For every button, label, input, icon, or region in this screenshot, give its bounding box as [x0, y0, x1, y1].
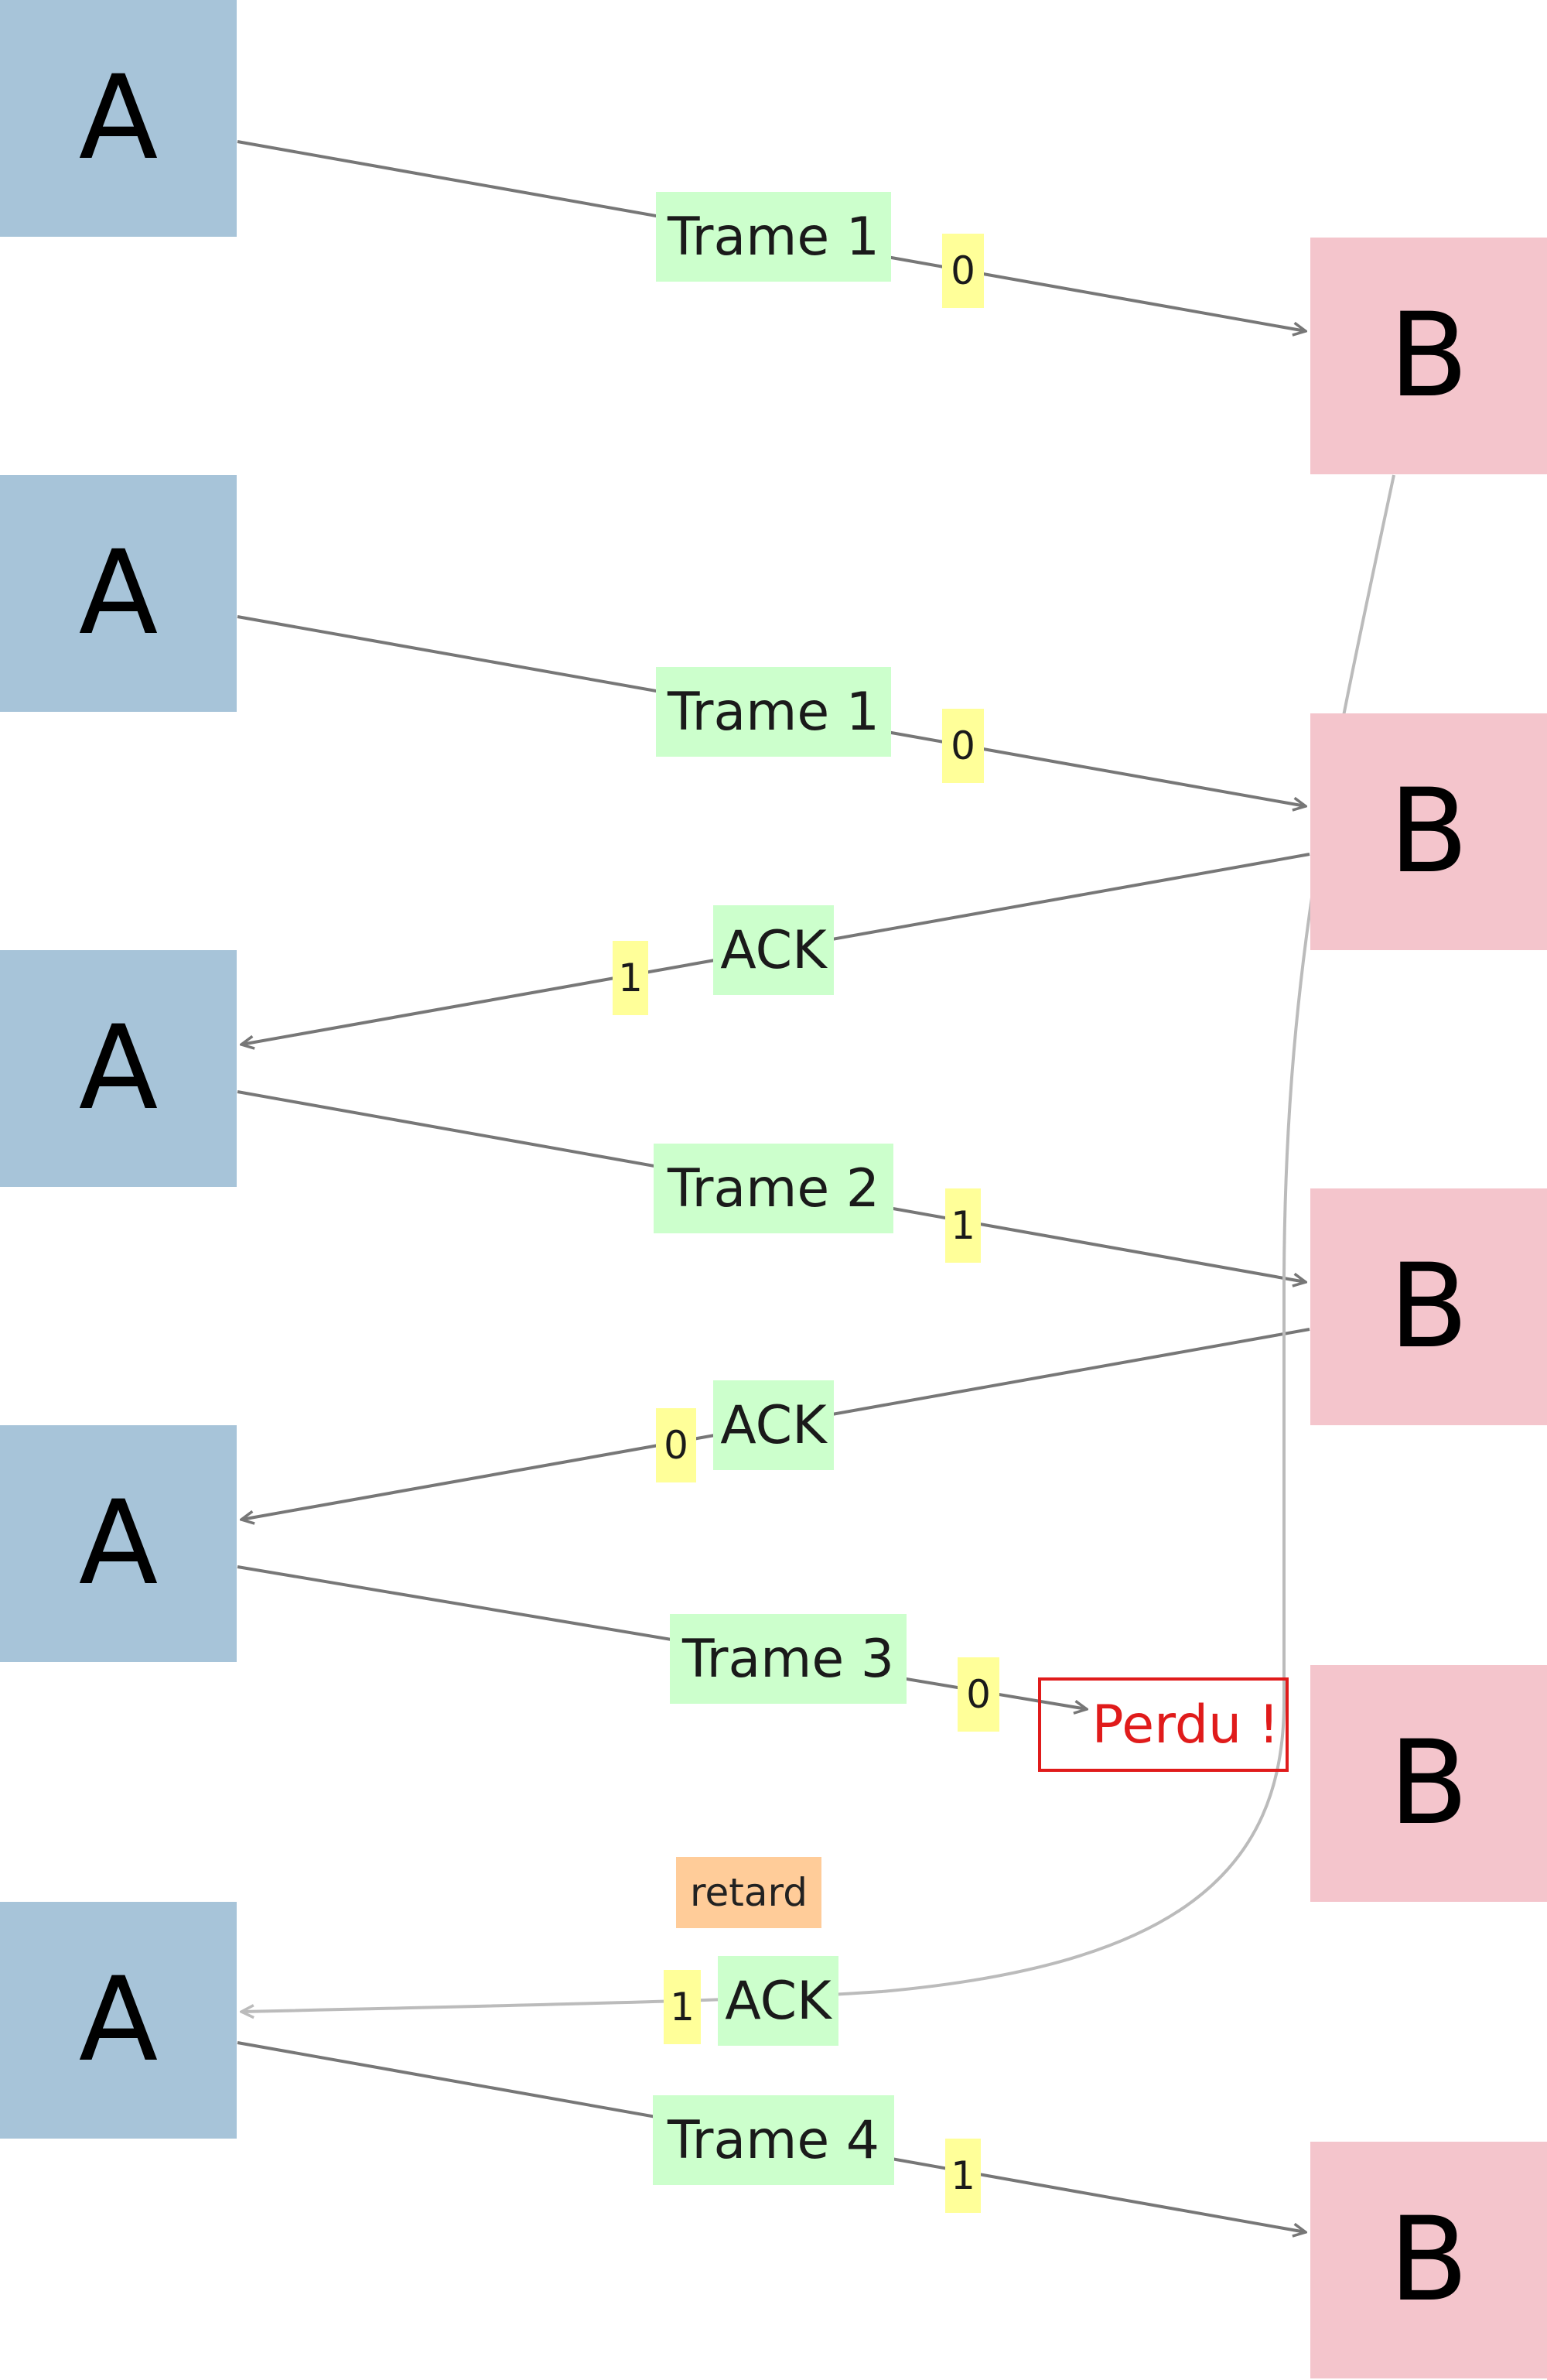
- node-b-step3: B: [1310, 1188, 1547, 1425]
- sequence-bit: 0: [656, 1408, 696, 1482]
- message-label-trame1-retry: Trame 1: [656, 667, 891, 757]
- message-label-trame2: Trame 2: [654, 1144, 893, 1233]
- sequence-bit: 0: [942, 234, 984, 308]
- sequence-bit: 1: [945, 2139, 981, 2213]
- sequence-bit: 1: [613, 941, 648, 1015]
- sequence-bit: 1: [945, 1188, 981, 1263]
- message-label-delayed-ack: ACK: [718, 1956, 838, 2046]
- node-b-step1: B: [1310, 238, 1547, 474]
- node-b-step2: B: [1310, 713, 1547, 950]
- message-label-ack0: ACK: [713, 1380, 834, 1470]
- message-label-trame3: Trame 3: [670, 1614, 907, 1704]
- arrow-trame3-lost: [237, 1565, 1087, 1709]
- delay-annotation: retard: [676, 1857, 821, 1928]
- message-label-trame1: Trame 1: [656, 192, 891, 282]
- message-label-trame4: Trame 4: [653, 2095, 894, 2185]
- node-b-step4: B: [1310, 1665, 1547, 1902]
- node-b-step5: B: [1310, 2142, 1547, 2378]
- node-a-step1: A: [0, 0, 237, 237]
- node-a-step5: A: [0, 1902, 237, 2139]
- lost-annotation: Perdu !: [1038, 1677, 1289, 1772]
- node-a-step2: A: [0, 475, 237, 712]
- node-a-step3: A: [0, 950, 237, 1187]
- node-a-step4: A: [0, 1425, 237, 1662]
- sequence-bit: 1: [664, 1970, 701, 2044]
- sequence-bit: 0: [958, 1657, 999, 1732]
- message-label-ack1: ACK: [713, 905, 834, 995]
- sequence-bit: 0: [942, 709, 984, 783]
